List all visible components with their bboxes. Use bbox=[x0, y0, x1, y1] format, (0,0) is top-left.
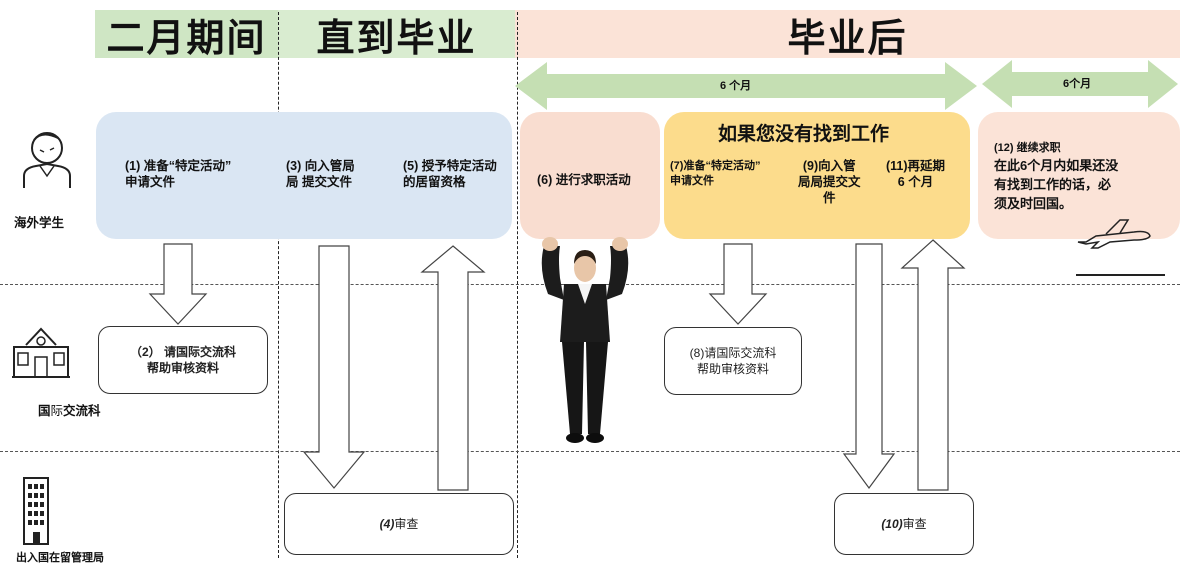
flow-arrow-7-to-8 bbox=[708, 243, 768, 325]
step-11-label: (11)再延期 6 个月 bbox=[886, 159, 946, 189]
step-9-label: (9)向入管 局局提交文 件 bbox=[798, 159, 861, 205]
step-4-box: (4) 审查 bbox=[284, 493, 514, 555]
duration-label-6-months-extension: 6个月 bbox=[1063, 78, 1092, 90]
step-7-label: (7)准备“特定活动” 申请文件 bbox=[670, 160, 761, 187]
airplane-icon bbox=[1077, 219, 1151, 249]
duration-arrow-6-months bbox=[515, 62, 977, 110]
flow-arrow-3-to-4 bbox=[302, 245, 366, 489]
flow-arrow-4-to-5 bbox=[420, 245, 486, 491]
step-4-num: (4) bbox=[379, 517, 395, 531]
divider-vertical-2 bbox=[517, 12, 518, 558]
school-building-icon bbox=[12, 327, 70, 378]
person-photo bbox=[541, 237, 629, 443]
step-3-label: (3) 向入管局 局 提交文件 bbox=[286, 159, 355, 189]
row-label-intl-office-1: 国 bbox=[38, 404, 51, 418]
flow-arrow-9-to-10 bbox=[842, 243, 896, 490]
header-until-graduation: 直到毕业 bbox=[278, 10, 515, 60]
header-after-graduation: 毕业后 bbox=[515, 10, 1180, 60]
continue-search-box bbox=[978, 112, 1180, 239]
row-label-intl-office-3: 交流科 bbox=[63, 404, 101, 418]
step-1-label: (1) 准备“特定活动” 申请文件 bbox=[125, 159, 232, 189]
office-building-icon bbox=[23, 477, 49, 545]
row-label-intl-office: 国际交流科 bbox=[38, 400, 101, 419]
step-6-label: (6) 进行求职活动 bbox=[537, 173, 631, 187]
job-search-box bbox=[520, 112, 660, 239]
step-2-box: （2） 请国际交流科 帮助审核资料 bbox=[98, 326, 268, 394]
step-8-box: (8)请国际交流科 帮助审核资料 bbox=[664, 327, 802, 395]
step-12-title: (12) 继续求职 bbox=[994, 142, 1061, 154]
row-label-intl-office-2: 际 bbox=[50, 404, 64, 418]
no-job-found-box bbox=[664, 112, 970, 239]
row-label-immigration: 出入国在留管理局 bbox=[16, 552, 104, 564]
divider-row-2 bbox=[0, 451, 1180, 452]
duration-label-6-months: 6 个月 bbox=[720, 80, 752, 92]
header-feb: 二月期间 bbox=[95, 10, 278, 60]
prep-stage-box bbox=[96, 112, 512, 239]
flow-arrow-10-to-11 bbox=[900, 239, 966, 491]
step-10-num: (10) bbox=[881, 517, 903, 531]
step-10-text: 审查 bbox=[902, 517, 927, 531]
row-label-student: 海外学生 bbox=[14, 216, 65, 230]
student-icon bbox=[23, 132, 71, 188]
step-5-label: (5) 授予特定活动 的居留资格 bbox=[403, 159, 497, 189]
runway-line bbox=[1076, 274, 1165, 276]
step-10-box: (10)审查 bbox=[834, 493, 974, 555]
no-job-found-title: 如果您没有找到工作 bbox=[718, 124, 890, 145]
step-4-text: 审查 bbox=[394, 517, 419, 531]
duration-arrow-6-months-extension bbox=[982, 60, 1178, 108]
step-12-body: 在此6个月内如果还没 有找到工作的话，必 须及时回国。 bbox=[994, 158, 1119, 211]
divider-vertical-1 bbox=[278, 12, 279, 558]
flow-arrow-1-to-2 bbox=[148, 243, 208, 325]
